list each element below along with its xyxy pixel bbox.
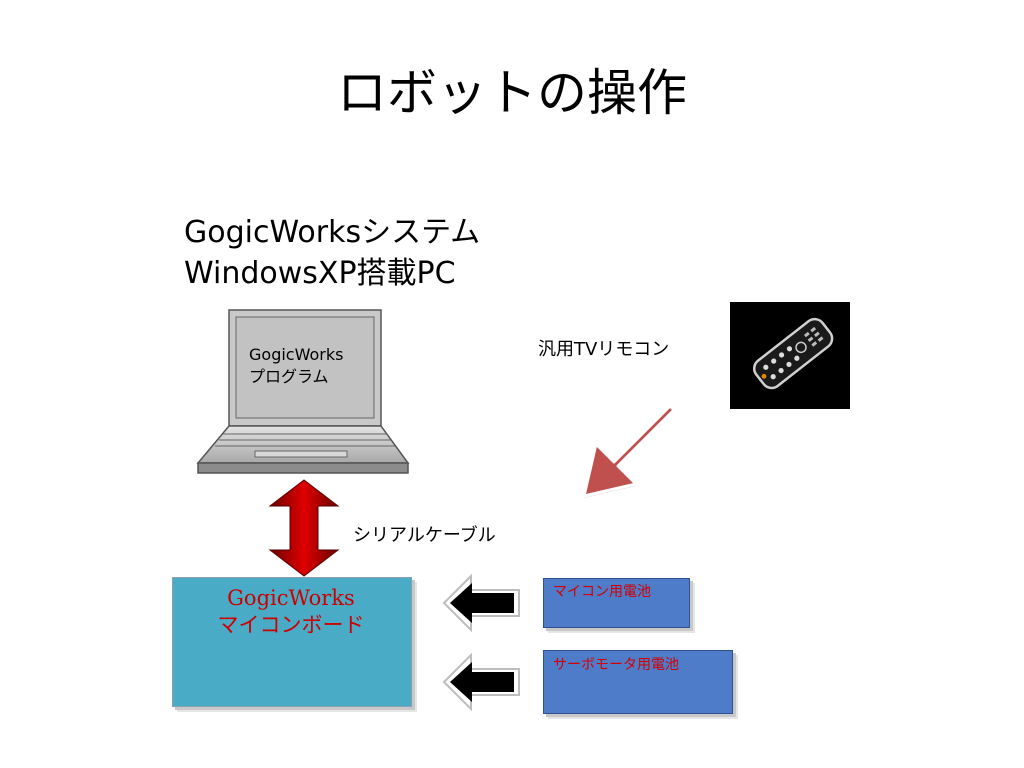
mcu-battery-label: マイコン用電池 — [553, 584, 651, 600]
laptop-screen-line1: GogicWorks — [249, 345, 344, 364]
servo-battery-label: サーボモータ用電池 — [553, 657, 679, 673]
system-label: GogicWorksシステム WindowsXP搭載PC — [184, 212, 480, 294]
board-label-line2: マイコンボード — [217, 613, 365, 637]
servo-battery — [543, 650, 733, 714]
remote-label: 汎用TVリモコン — [538, 339, 670, 360]
double-headed-arrow-icon — [268, 479, 340, 577]
slide-title: ロボットの操作 — [337, 64, 687, 122]
arrow-left-icon — [442, 573, 520, 633]
arrow-down-left-icon — [582, 404, 676, 498]
board-label: GogicWorks マイコンボード — [172, 585, 410, 639]
tv-remote-photo — [730, 302, 850, 409]
laptop-screen-text: GogicWorks プログラム — [249, 344, 343, 388]
arrow-left-icon — [442, 652, 520, 712]
board-label-line1: GogicWorks — [227, 586, 355, 610]
laptop-screen-line2: プログラム — [249, 367, 329, 386]
system-label-line2: WindowsXP搭載PC — [184, 256, 456, 291]
cable-label: シリアルケーブル — [353, 525, 496, 546]
remote-drawing — [752, 317, 834, 390]
system-label-line1: GogicWorksシステム — [184, 215, 481, 250]
mcu-battery — [543, 578, 690, 628]
laptop-icon — [196, 309, 410, 474]
microcontroller-board — [172, 577, 412, 707]
